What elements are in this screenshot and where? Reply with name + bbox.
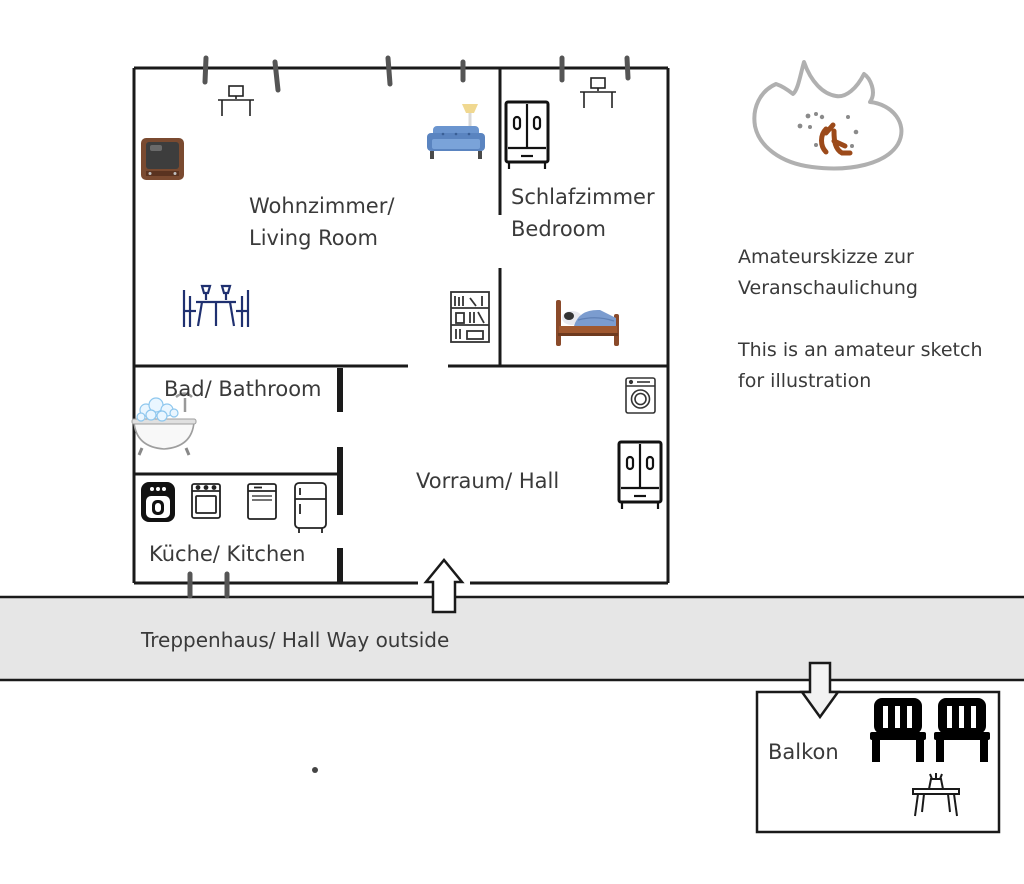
- sofa-icon: [427, 104, 485, 159]
- balcony-outline: [755, 690, 1001, 834]
- window-marks: [187, 55, 631, 599]
- stairwell-corridor: [0, 597, 1024, 680]
- desk-icon: [580, 77, 616, 108]
- bathtub-icon: [131, 392, 197, 456]
- sketch-note-english: This is an amateur sketch for illustrati…: [738, 339, 983, 392]
- washing-machine-icon: [625, 377, 656, 414]
- chair-icon: [870, 698, 926, 762]
- balcony-label: Balkon: [768, 740, 839, 764]
- chair-icon: [934, 698, 990, 762]
- bed-icon: [556, 300, 619, 346]
- dining-table-icon: [182, 284, 250, 327]
- tv-icon: [141, 138, 184, 180]
- wardrobe-icon: [617, 440, 663, 509]
- entrance-arrow-icon: [423, 558, 465, 614]
- apartment-walls: [132, 66, 670, 585]
- hall-label: Vorraum/ Hall: [416, 469, 560, 493]
- living-room-label: Wohnzimmer/ Living Room: [249, 194, 395, 250]
- fridge-icon: [294, 482, 327, 533]
- bookshelf-icon: [450, 291, 490, 343]
- bathroom-label: Bad/ Bathroom: [164, 377, 322, 401]
- desk-icon: [218, 85, 254, 116]
- doodle-sketch: [752, 60, 904, 171]
- balcony-arrow-icon: [799, 661, 841, 720]
- fryer-icon: [141, 482, 175, 522]
- sketch-note-german: Amateurskizze zur Veranschaulichung: [738, 246, 918, 299]
- wardrobe-icon: [504, 100, 550, 169]
- stray-dot: [312, 767, 318, 773]
- stairwell-label: Treppenhaus/ Hall Way outside: [141, 628, 450, 652]
- kitchen-label: Küche/ Kitchen: [149, 542, 306, 566]
- stove-icon: [191, 483, 221, 519]
- side-table-icon: [912, 773, 960, 817]
- dishwasher-icon: [247, 483, 277, 520]
- bedroom-label: Schlafzimmer Bedroom: [511, 185, 655, 241]
